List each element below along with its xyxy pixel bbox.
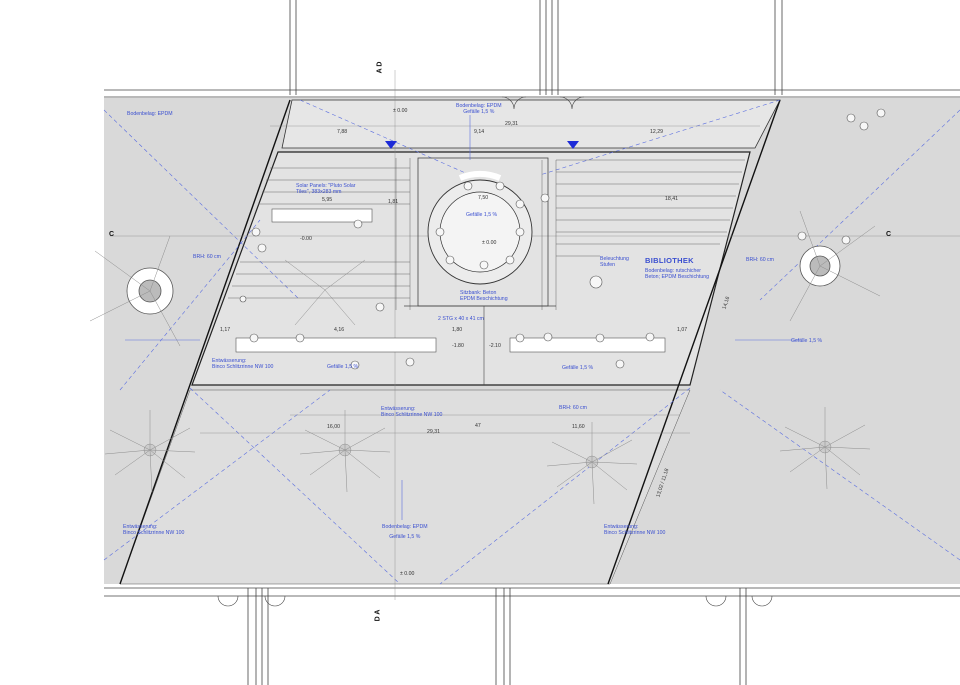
section-marker-c-right: C [886,231,892,238]
dim-180: 1,80 [452,327,463,333]
label-gefaelle-inner-left: Gefälle 1,5 % [327,364,359,370]
dim-mid-c: 11,60 [572,424,585,430]
dim-mid-47: 47 [475,423,481,429]
dim-top-a: 7,88 [337,129,348,135]
terrace-upper [281,99,781,149]
level-top: ± 0.00 [393,108,408,114]
label-gefaelle-circle: Gefälle 1,5 % [466,212,498,218]
building-walls-bottom [104,587,960,685]
dim-top-b: 9,14 [474,129,485,135]
label-brh-left: BRH: 60 cm [193,254,221,260]
label-entwaesserung-inner: Entwässerung:Binco Schlitzrinne NW 100 [212,358,274,371]
stools [239,108,886,370]
terrace-lower [119,389,691,585]
dim-mid-a: 16,00 [327,424,340,430]
dim-117: 1,17 [220,327,231,333]
doors [217,96,773,607]
dim-107: 1,07 [677,327,688,333]
tree-symbols [89,210,881,505]
label-bibliothek: BIBLIOTHEK [645,256,694,265]
level-bottom: ± 0.00 [400,571,415,577]
dim-1841: 18,41 [665,196,678,202]
diagonal-right [607,99,781,585]
stairs-right [541,159,745,310]
label-brh-mid: BRH: 60 cm [559,405,587,411]
dim-416: 4,16 [334,327,345,333]
level-left: -0.00 [300,236,312,242]
dim-mid-total: 29,31 [427,429,440,435]
section-marker-d-bottom: D A [374,609,382,622]
label-gefaelle-inner-right: Gefälle 1,5 % [562,365,594,371]
level-circle: ± 0.00 [482,240,497,246]
diagonal-left [119,99,291,585]
dim-181: 1,81 [388,199,399,205]
level-inner-right: -2.10 [489,343,501,349]
label-stairs: 2 STG x 40 x 41 cm [438,316,484,322]
axes [110,70,960,600]
label-entwaesserung-mid: Entwässerung:Binco Schlitzrinne NW 100 [381,406,443,419]
stairs-left [228,158,411,310]
building-walls-top [104,0,960,98]
level-inner-left: -1.80 [452,343,464,349]
dim-595: 5,95 [322,197,333,203]
marker-triangle-right [567,141,579,149]
dim-top-total: 29,31 [505,121,518,127]
section-marker-c-left: C [109,231,115,238]
label-gefaelle-right: Gefälle 1,5 % [791,338,823,344]
section-marker-d-top: A D [376,61,384,74]
marker-triangle-left [385,141,397,149]
slope-arrows [125,115,800,520]
dashed-lines [103,99,960,585]
label-entwaesserung-bl: Entwässerung:Binco Schlitzrinne NW 100 [123,524,185,537]
dim-top-c: 12,29 [650,129,663,135]
label-bodenbelag-left: Bodenbelag: EPDM [127,111,173,117]
benches [235,208,666,353]
dim-750: 7,50 [478,195,489,201]
label-entwaesserung-br: Entwässerung:Binco Schlitzrinne NW 100 [604,524,666,537]
label-brh-right: BRH: 60 cm [746,257,774,263]
